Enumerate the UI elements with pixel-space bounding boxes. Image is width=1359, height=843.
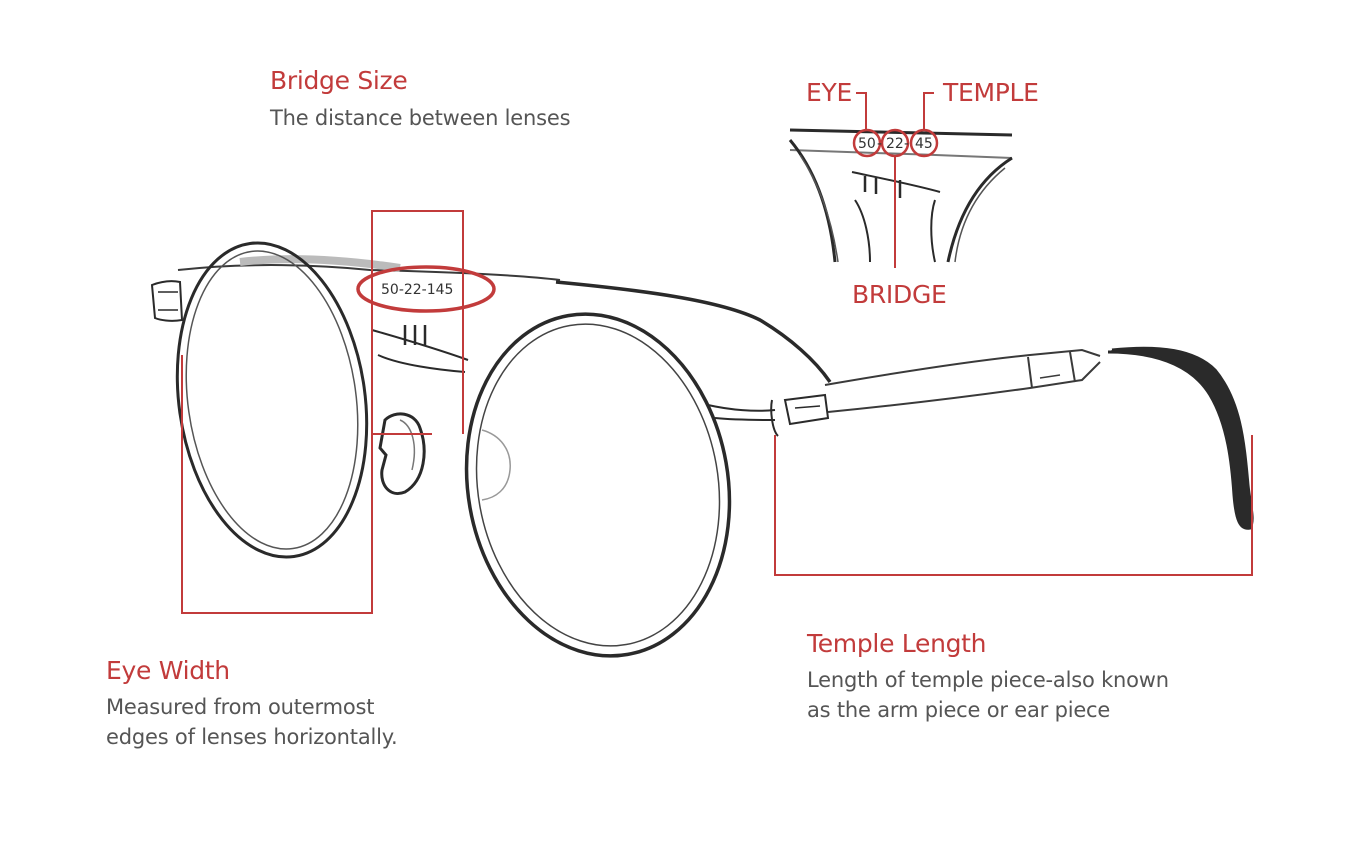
inset-code-eye: 50 — [858, 136, 876, 152]
frame-wire — [555, 280, 832, 383]
right-hinge — [707, 393, 830, 437]
bridge-size-description: The distance between lenses — [270, 106, 571, 130]
inset-code-sep2: - — [904, 136, 909, 152]
inset-code-bridge: 22 — [886, 136, 904, 152]
inset-code-sep1: - — [877, 136, 882, 152]
inset-eye-label: EYE — [806, 78, 852, 107]
temple-length-description-line2: as the arm piece or ear piece — [807, 698, 1111, 722]
inset-detail: 50 - 22 - 45 — [788, 92, 1013, 268]
bridge-size-bracket — [371, 210, 464, 435]
inset-eye-leader — [856, 92, 867, 130]
eye-width-bracket — [181, 355, 373, 614]
ear-piece — [1107, 346, 1254, 530]
svg-text:50 - 22 -: 50 - 22 - 45 — [858, 136, 933, 152]
temple-arm — [824, 348, 1101, 413]
inset-code-temple: 45 — [915, 136, 933, 152]
frame-code-highlight — [356, 265, 496, 313]
nose-pad — [378, 412, 426, 495]
bridge-piece — [371, 325, 469, 373]
eye-width-description-line1: Measured from outermost — [106, 695, 375, 719]
inset-temple-leader — [923, 92, 934, 130]
temple-length-bracket — [774, 435, 1253, 576]
frame-code-text: 50-22-145 — [381, 282, 453, 298]
left-lens — [175, 241, 369, 559]
temple-length-description-line1: Length of temple piece-also known — [807, 668, 1169, 692]
left-endpiece — [150, 280, 184, 322]
temple-length-title: Temple Length — [807, 629, 987, 658]
right-lens — [464, 312, 732, 658]
eye-width-description-line2: edges of lenses horizontally. — [106, 725, 398, 749]
top-bar — [177, 255, 561, 281]
annotation-lines — [181, 210, 1253, 614]
inset-bridge-label: BRIDGE — [852, 280, 947, 309]
eye-width-title: Eye Width — [106, 656, 230, 685]
bridge-size-title: Bridge Size — [270, 66, 408, 95]
inset-temple-label: TEMPLE — [943, 78, 1039, 107]
